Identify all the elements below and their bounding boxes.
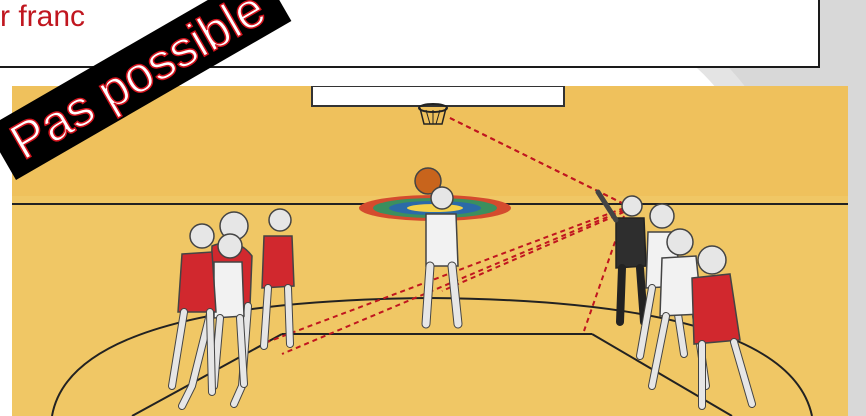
slide-title: r franc <box>0 0 85 34</box>
free-throw-illustration <box>12 86 848 416</box>
backboard <box>312 86 564 106</box>
